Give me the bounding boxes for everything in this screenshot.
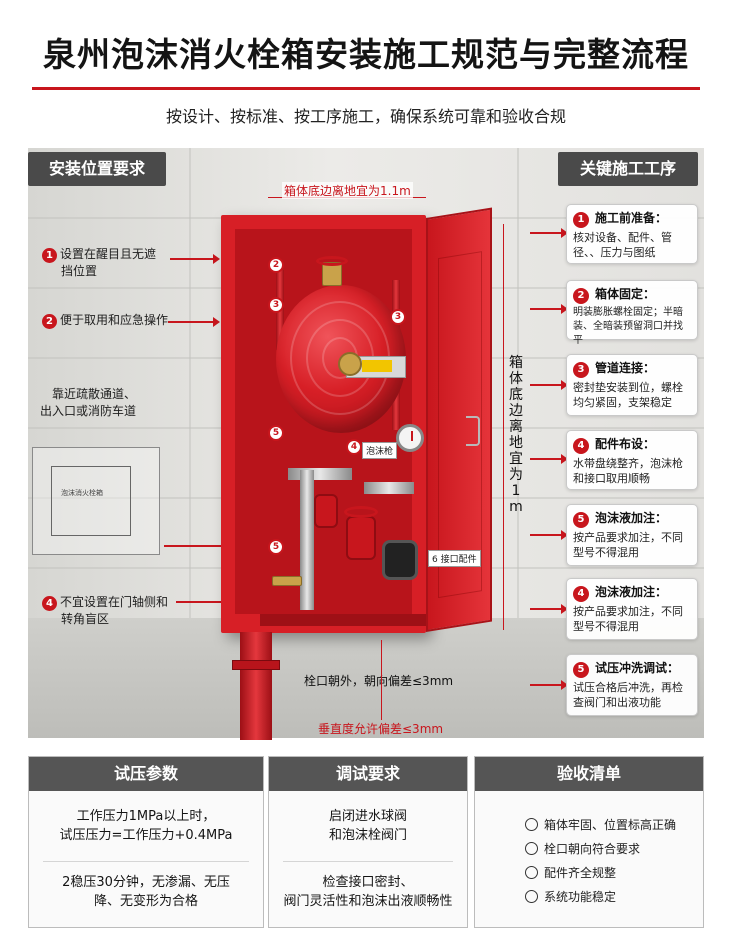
step-arrow: [530, 304, 568, 314]
inlet-ball-valve: [346, 516, 376, 560]
acceptance-panel: 验收清单 箱体牢固、位置标高正确 栓口朝向符合要求 配件齐全规整 系统功能稳定: [474, 756, 704, 928]
debug-panel: 调试要求 启闭进水球阀 和泡沫栓阀门 检查接口密封、 阀门灵活性和泡沫出液顺畅性: [268, 756, 468, 928]
step-arrow: [530, 454, 568, 464]
reel-hub: [338, 352, 362, 376]
gauge-needle: [411, 431, 413, 441]
check-circle-icon: [525, 866, 538, 879]
step-arrow: [530, 228, 568, 238]
vertical-tolerance-line: [381, 640, 382, 720]
floorplan-room: [51, 466, 131, 536]
page-subtitle: 按设计、按标准、按工序施工，确保系统可靠和验收合规: [165, 107, 566, 126]
panel-divider: [283, 861, 453, 862]
callout-marker: 4: [346, 439, 362, 455]
fittings-tag: 6 接口配件: [428, 550, 481, 567]
steel-pipe-horizontal: [288, 468, 352, 480]
location-note-3: 靠近疏散通道、 出入口或消防车道: [40, 387, 137, 418]
location-number-1: 1: [42, 248, 57, 263]
standpipe-flange: [232, 660, 280, 670]
debug-block-1: 启闭进水球阀 和泡沫栓阀门: [328, 809, 407, 843]
door-handle: [466, 416, 480, 446]
check-circle-icon: [525, 890, 538, 903]
location-number-2: 2: [42, 314, 57, 329]
debug-heading: 调试要求: [269, 757, 467, 791]
vertical-tolerance-note: 垂直度允许偏差≤3mm: [318, 722, 444, 736]
checklist-item: 箱体牢固、位置标高正确: [525, 813, 676, 837]
pressure-gauge: [396, 424, 424, 452]
debug-block-2: 检查接口密封、 阀门灵活性和泡沫出液顺畅性: [283, 875, 453, 909]
outlet-orientation-note: 栓口朝外，朝向偏差≤3mm: [304, 674, 454, 688]
step-arrow: [530, 680, 568, 690]
top-valve-wheel: [316, 256, 348, 266]
callout-marker: 5: [268, 539, 284, 555]
hose-coupling: [382, 540, 418, 580]
acceptance-checklist: 箱体牢固、位置标高正确 栓口朝向符合要求 配件齐全规整 系统功能稳定: [525, 813, 676, 909]
location-arrow-2: [168, 317, 220, 327]
callout-marker: 3: [390, 309, 406, 325]
step-arrow: [530, 604, 568, 614]
pressure-test-panel: 试压参数 工作压力1MPa以上时， 试压压力=工作压力+0.4MPa 2稳压30…: [28, 756, 264, 928]
checklist-item: 系统功能稳定: [525, 885, 676, 909]
pressure-test-block-2: 2稳压30分钟，无渗漏、无压 降、无变形为合格: [62, 875, 230, 909]
top-dimension-label: 箱体底边离地宜为1.1m: [282, 182, 413, 199]
step-arrow: [530, 530, 568, 540]
step-arrow: [530, 380, 568, 390]
callout-marker: 2: [268, 257, 284, 273]
process-heading: 关键施工工序: [558, 152, 698, 186]
floorplan-sketch: 泡沫消火栓箱: [32, 447, 160, 555]
callout-marker: 3: [268, 297, 284, 313]
location-arrow-1: [170, 254, 220, 264]
steel-pipe-right: [364, 482, 414, 494]
check-circle-icon: [525, 842, 538, 855]
supply-standpipe: [240, 632, 272, 740]
pressure-test-heading: 试压参数: [29, 757, 263, 791]
page-title: 泉州泡沫消火栓箱安装施工规范与完整流程: [43, 35, 689, 74]
floorplan-label: 泡沫消火栓箱: [61, 489, 103, 497]
check-circle-icon: [525, 818, 538, 831]
cabinet-door: [426, 207, 492, 632]
location-heading: 安装位置要求: [28, 152, 166, 186]
side-dimension-line: [503, 224, 504, 630]
warning-label: [362, 360, 392, 372]
acceptance-heading: 验收清单: [475, 757, 703, 791]
valve-handwheel: [344, 506, 378, 518]
pressure-test-block-1: 工作压力1MPa以上时， 试压压力=工作压力+0.4MPa: [59, 809, 233, 843]
cabinet-sill: [260, 614, 430, 626]
location-number-4: 4: [42, 596, 57, 611]
bottom-brass-fitting: [272, 576, 302, 586]
checklist-item: 栓口朝向符合要求: [525, 837, 676, 861]
panel-divider: [43, 861, 249, 862]
foam-hydrant-valve: [314, 494, 338, 528]
title-divider: [32, 87, 700, 90]
foam-gun-tag: 泡沫枪: [362, 442, 398, 459]
callout-marker: 5: [268, 425, 284, 441]
checklist-item: 配件齐全规整: [525, 861, 676, 885]
steel-pipe-vertical: [300, 470, 314, 610]
